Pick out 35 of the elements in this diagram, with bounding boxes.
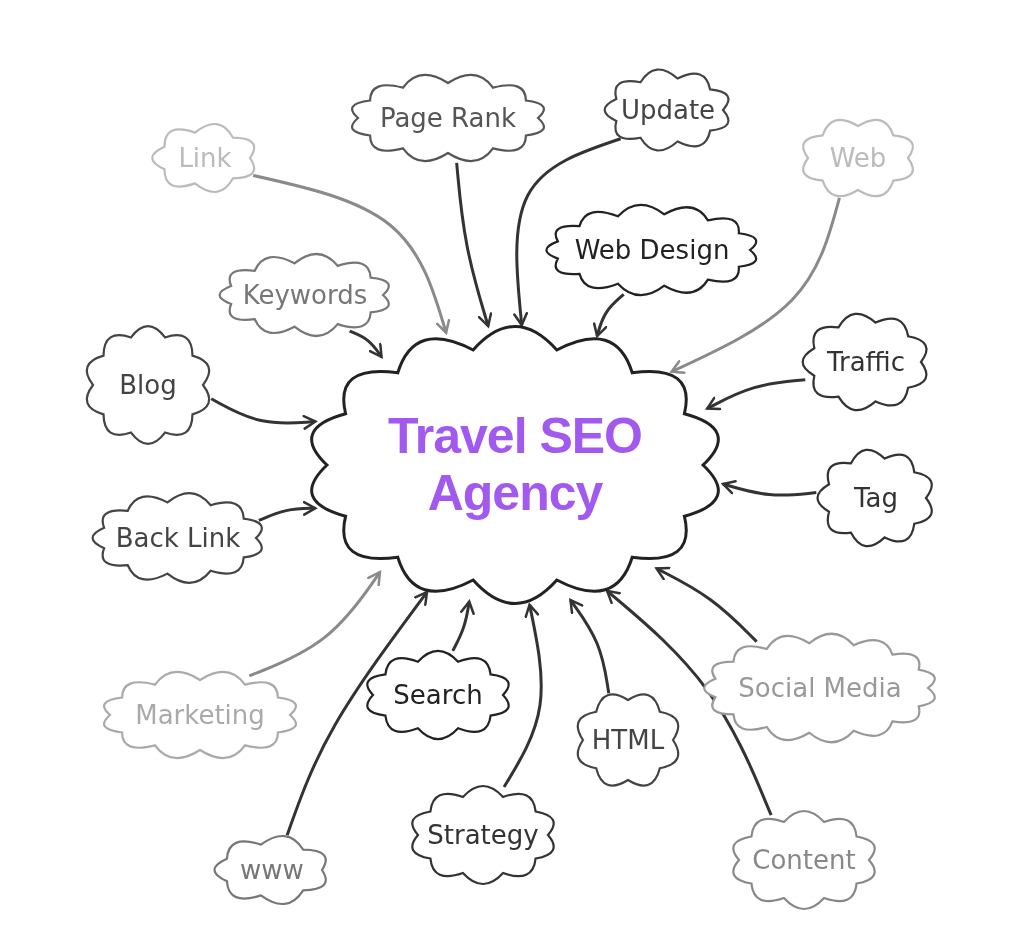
node-label: Web bbox=[829, 143, 887, 173]
arrow bbox=[349, 329, 383, 359]
node-label: Blog bbox=[119, 370, 177, 400]
node-label: www bbox=[240, 855, 304, 885]
title-text: Travel SEO Agency bbox=[386, 407, 643, 523]
node-label: Page Rank bbox=[379, 103, 517, 133]
node-label: Strategy bbox=[427, 820, 539, 850]
arrow bbox=[605, 589, 773, 816]
node-label: HTML bbox=[591, 725, 665, 755]
node-label: Traffic bbox=[826, 347, 906, 377]
arrow bbox=[210, 397, 317, 430]
arrow bbox=[285, 590, 429, 836]
arrow bbox=[670, 197, 841, 374]
node-label: Update bbox=[620, 95, 716, 125]
arrow bbox=[502, 603, 543, 788]
arrow bbox=[258, 500, 317, 522]
arrow bbox=[513, 137, 622, 327]
arrow bbox=[655, 566, 758, 643]
node-label: Search bbox=[393, 680, 483, 710]
arrow bbox=[592, 293, 625, 338]
arrow bbox=[248, 570, 382, 678]
arrow bbox=[721, 480, 817, 497]
arrow bbox=[569, 598, 611, 694]
node-label: Tag bbox=[854, 483, 898, 513]
node-label: Web Design bbox=[574, 235, 730, 265]
node-label: Back Link bbox=[115, 523, 241, 553]
arrow bbox=[252, 173, 451, 334]
node-label: Social Media bbox=[738, 673, 902, 703]
node-label: Keywords bbox=[242, 280, 368, 310]
arrow bbox=[705, 378, 806, 411]
node-label: Content bbox=[752, 845, 856, 875]
arrow bbox=[451, 600, 475, 652]
node-label: Marketing bbox=[135, 700, 265, 730]
node-label: Link bbox=[178, 143, 232, 173]
arrow bbox=[455, 162, 493, 328]
